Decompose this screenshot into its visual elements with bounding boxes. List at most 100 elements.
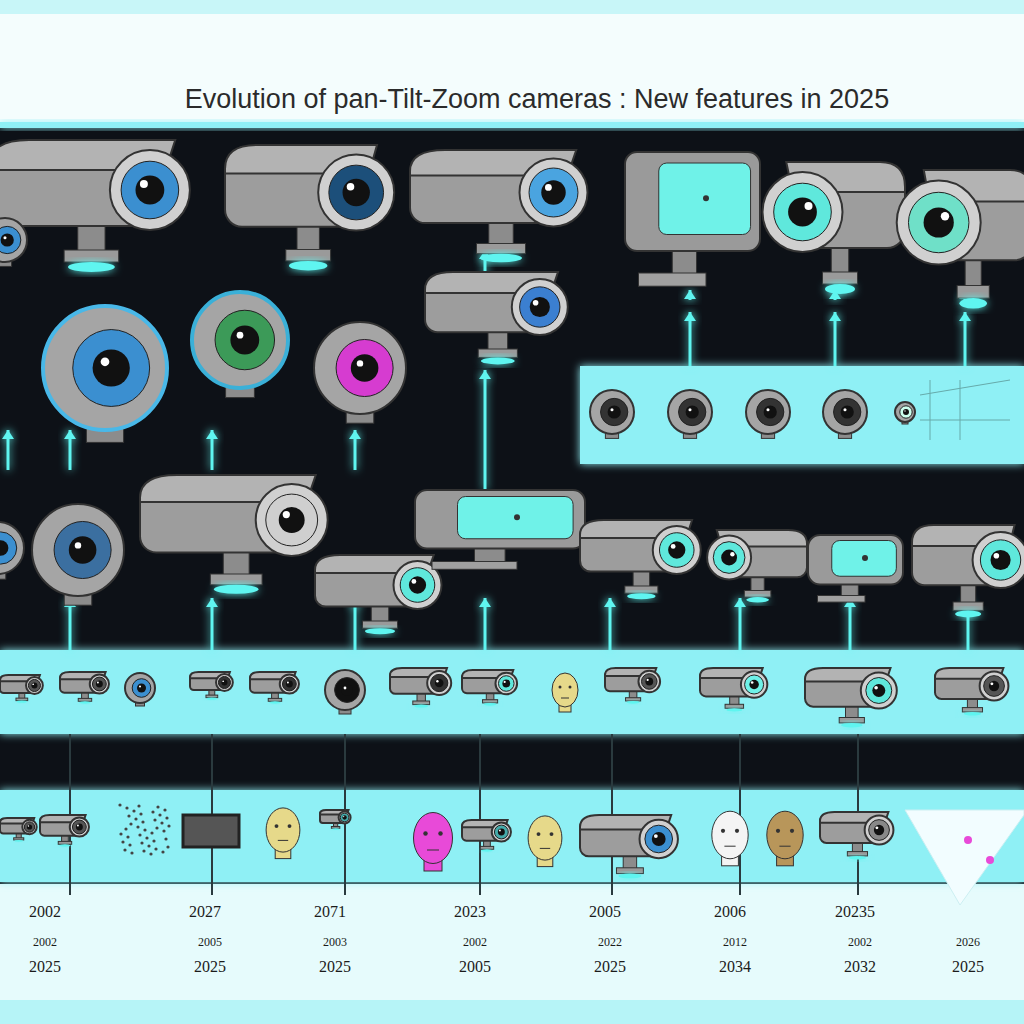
dot-cloud [156, 805, 159, 808]
year-label: 2027 [189, 903, 221, 921]
year-label: 2026 [956, 936, 980, 950]
dot-cloud [167, 824, 170, 827]
dome-camera [43, 306, 167, 442]
dot-cloud [142, 849, 145, 852]
bullet-camera [0, 818, 37, 842]
year-label: 2023 [454, 903, 486, 921]
year-label: 2034 [719, 958, 751, 976]
title-band [0, 0, 1024, 128]
bullet-camera [700, 668, 767, 712]
dot-cloud [136, 825, 139, 828]
year-label: 2002 [848, 936, 872, 950]
bullet-camera [580, 815, 678, 878]
spark [964, 836, 972, 844]
glow-arrow [206, 430, 218, 470]
year-label: 2005 [459, 958, 491, 976]
bullet-camera [60, 672, 109, 704]
year-label: 2002 [29, 903, 61, 921]
glow-arrow [959, 312, 971, 366]
dot-cloud [149, 852, 152, 855]
face-icon [528, 816, 562, 867]
bullet-camera [805, 668, 897, 727]
bullet-camera [390, 668, 451, 708]
dot-cloud [151, 810, 154, 813]
bottom-glow [0, 1000, 1024, 1024]
dot-cloud [128, 843, 131, 846]
face-icon [767, 811, 803, 866]
dot-cloud [145, 836, 148, 839]
glow-arrow [829, 312, 841, 366]
year-label: 2025 [319, 958, 351, 976]
year-label: 2032 [844, 958, 876, 976]
spark [986, 856, 994, 864]
bullet-camera [140, 475, 328, 594]
dot-cloud [124, 827, 127, 830]
dot-cloud [153, 818, 156, 821]
glow-arrow [479, 370, 491, 490]
dot-cloud [132, 809, 135, 812]
bullet-camera [462, 820, 511, 852]
screen-icon [183, 815, 239, 847]
year-label: 2025 [194, 958, 226, 976]
glow-arrow [479, 598, 491, 650]
glow-arrow [844, 598, 856, 650]
dot-cloud [118, 803, 121, 806]
dot-cloud [123, 848, 126, 851]
bullet-camera [763, 162, 906, 294]
bullet-camera [580, 520, 701, 599]
dot-cloud [137, 804, 140, 807]
dot-cloud [139, 812, 142, 815]
bullet-camera [820, 812, 893, 860]
year-label: 2022 [598, 936, 622, 950]
dot-cloud [150, 831, 153, 834]
face-icon [414, 813, 453, 872]
glow-arrow [64, 430, 76, 470]
year-label: 2025 [29, 958, 61, 976]
year-label: 2002 [33, 936, 57, 950]
glow-arrow [64, 598, 76, 650]
dome-camera [125, 673, 155, 706]
title-edge [0, 122, 1024, 128]
bullet-camera [0, 140, 190, 272]
bullet-camera [707, 530, 807, 603]
dome-camera [895, 402, 915, 424]
dome-camera [823, 390, 867, 438]
bullet-camera [225, 145, 394, 270]
bullet-camera [320, 810, 351, 830]
dome-camera [0, 218, 27, 266]
dot-cloud [141, 820, 144, 823]
dot-cloud [164, 837, 167, 840]
top-glow [0, 0, 1024, 14]
bullet-camera [40, 815, 89, 847]
light-prism [905, 810, 1024, 905]
year-label: 2006 [714, 903, 746, 921]
glow-arrow [684, 290, 696, 300]
dot-cloud [161, 850, 164, 853]
dome-camera [32, 504, 124, 605]
dome-camera [746, 390, 790, 438]
glow-band [0, 790, 1024, 882]
timeline-tick [479, 734, 481, 895]
diagram-title: Evolution of pan-Tilt-Zoom cameras : New… [185, 84, 889, 115]
dot-cloud [160, 821, 163, 824]
bullet-camera [190, 672, 233, 700]
bullet-camera [425, 272, 568, 364]
dot-cloud [154, 847, 157, 850]
bullet-camera [605, 668, 660, 704]
glow-arrow [604, 598, 616, 650]
year-band [0, 884, 1024, 1024]
year-label: 2003 [323, 936, 347, 950]
bullet-camera [897, 170, 1024, 309]
year-label: 2025 [594, 958, 626, 976]
glow-arrow [2, 430, 14, 470]
dot-cloud [126, 835, 129, 838]
dot-cloud [140, 841, 143, 844]
year-label: 20235 [835, 903, 875, 921]
bullet-camera [935, 668, 1008, 716]
glow-arrow [349, 430, 361, 470]
glow-arrow [206, 598, 218, 650]
dome-camera [314, 322, 406, 423]
dome-camera [668, 390, 712, 438]
